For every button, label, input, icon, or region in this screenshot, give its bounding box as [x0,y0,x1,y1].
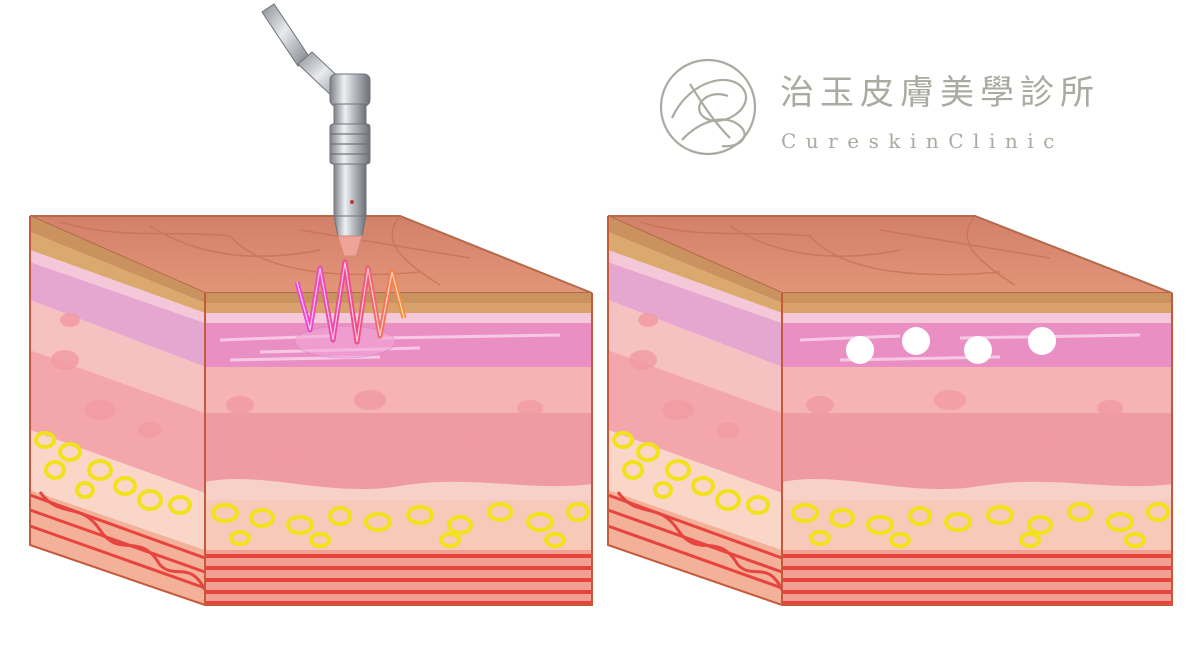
clinic-name-zh: 治玉皮膚美學診所 [780,73,1100,113]
surface-texture [639,215,1051,286]
side-face [607,216,784,605]
clinic-logo: 治玉皮膚美學診所 CureskinClinic [659,58,1100,156]
skin-block-result [607,215,1173,606]
result-marker [964,336,992,364]
fat-cells [612,431,1170,548]
result-marker [902,327,930,355]
side-face [29,216,207,605]
logo-emblem-icon [659,58,757,156]
result-marker [846,336,874,364]
result-markers [846,327,1056,364]
front-face [205,293,592,605]
dermis-cells [629,313,1123,464]
skin-block-treatment [29,3,593,606]
clinic-name-en: CureskinClinic [781,129,1064,153]
laser-handpiece-icon [261,3,371,257]
treatment-halo [294,325,396,359]
fat-cells [34,431,590,548]
result-marker [1028,327,1056,355]
dermis-cells [51,313,543,464]
surface-texture [59,215,471,286]
